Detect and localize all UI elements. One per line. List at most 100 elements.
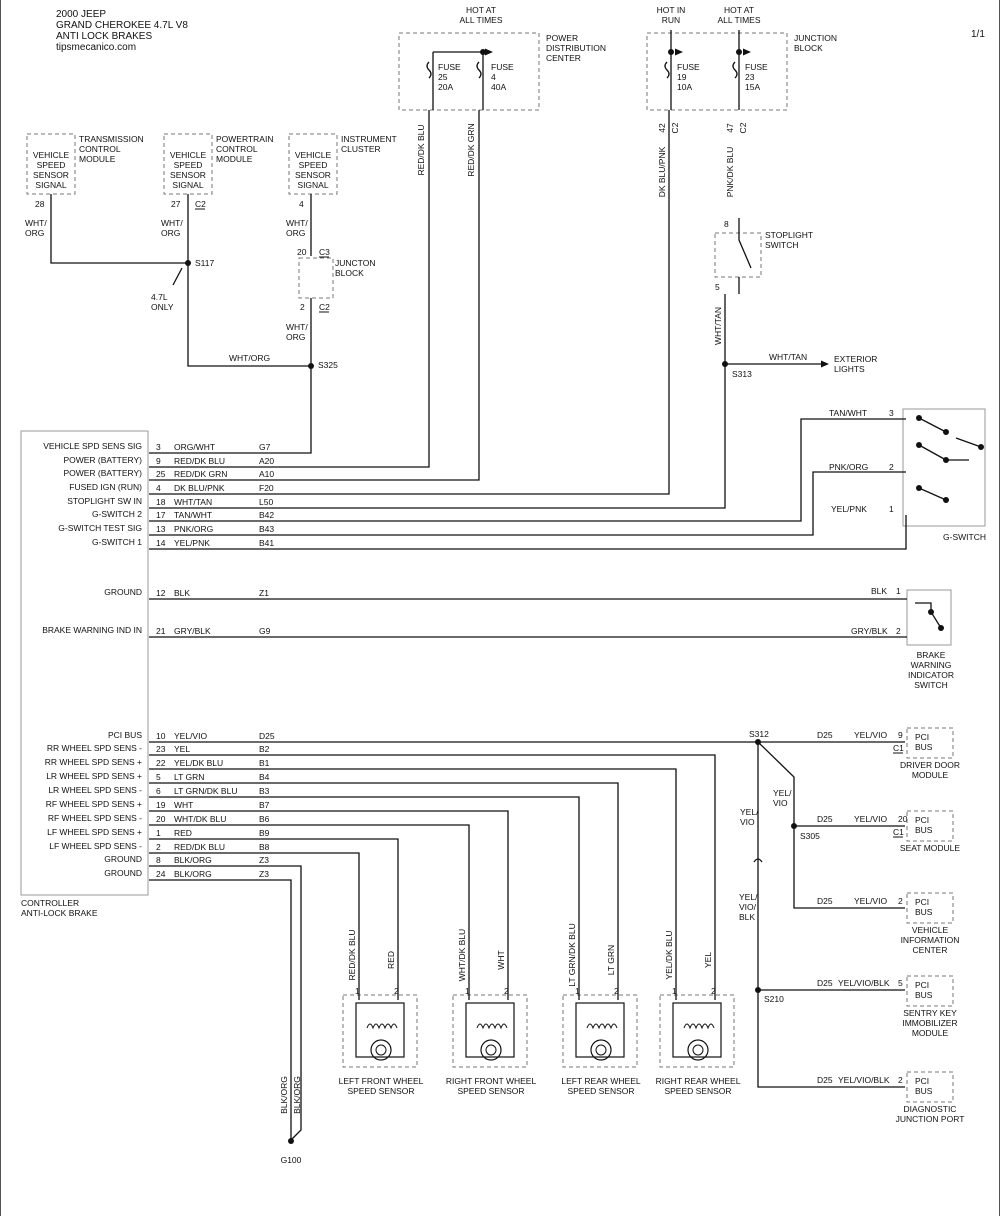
sensor-wire-2: YEL — [703, 952, 713, 968]
pci-module-name: VEHICLE — [912, 925, 949, 935]
pcm-vss-label: SIGNAL — [172, 180, 203, 190]
sensor-body — [465, 1002, 515, 1058]
controller-pin-label: VEHICLE SPD SENS SIG — [43, 441, 142, 451]
sensor-name: SPEED SENSOR — [457, 1086, 524, 1096]
controller-pin-number: 14 — [156, 538, 166, 548]
sensor-pin-1: 1 — [575, 986, 580, 996]
controller-pin-label: LF WHEEL SPD SENS - — [49, 841, 142, 851]
sensor-pin-2: 2 — [504, 986, 509, 996]
pci-conn: C1 — [893, 827, 904, 837]
abs-controller-name: ANTI-LOCK BRAKE — [21, 908, 98, 918]
g-contact-dot — [916, 415, 922, 421]
controller-pin-label: GROUND — [104, 854, 142, 864]
power-distribution-center-box — [398, 32, 540, 111]
tcm-name: MODULE — [79, 154, 116, 164]
jb-hot-all-label: ALL TIMES — [718, 15, 761, 25]
pci-wire: YEL/VIO — [854, 896, 887, 906]
wire-red-dkblu-label: RED/DK BLU — [416, 124, 426, 175]
pcm-vss-label: VEHICLE — [170, 150, 207, 160]
sensor-wire-2: RED — [386, 951, 396, 969]
jb-name: JUNCTION — [794, 33, 837, 43]
controller-circuit: B7 — [259, 800, 270, 810]
sensor-coil — [586, 1023, 618, 1030]
wire-red-dkgrn — [149, 110, 480, 481]
jb-pin-20: 20 — [297, 247, 307, 257]
ic-wire: ORG — [286, 228, 305, 238]
splice-s305 — [791, 823, 797, 829]
stoplight-pin-8: 8 — [724, 219, 729, 229]
wire-tcm — [50, 194, 186, 264]
sensor-wire-1: YEL/DK BLU — [664, 930, 674, 979]
wire-pcm — [187, 194, 311, 367]
g-contact-dot — [978, 444, 984, 450]
controller-pin-label: FUSED IGN (RUN) — [69, 482, 142, 492]
jb-pin-2: 2 — [300, 302, 305, 312]
controller-wire-color: RED/DK BLU — [174, 842, 225, 852]
abs-controller-box — [20, 430, 149, 896]
splice-s117 — [185, 260, 191, 266]
only-label: ONLY — [151, 302, 174, 312]
controller-circuit: B2 — [259, 744, 270, 754]
wire-lr-plus — [149, 782, 619, 1000]
page-number: 1/1 — [971, 29, 985, 40]
controller-wire-color: WHT/DK BLU — [174, 814, 226, 824]
pci-module-name: JUNCTION PORT — [896, 1114, 965, 1124]
wire-wht-tan — [149, 294, 726, 509]
jb-hot-run-label: HOT IN — [657, 5, 686, 15]
pci-bus-label: PCI — [915, 1076, 929, 1086]
tcm-name: CONTROL — [79, 144, 121, 154]
g-switch-contact — [918, 444, 947, 461]
controller-pin-label: LF WHEEL SPD SENS + — [47, 827, 142, 837]
splice-s117-label: S117 — [195, 258, 214, 268]
pci-module-name: CENTER — [913, 945, 948, 955]
pci-pin: 2 — [898, 896, 903, 906]
g-switch-name: G-SWITCH — [943, 532, 986, 542]
sensor-hub — [692, 1044, 704, 1056]
controller-circuit: A10 — [259, 469, 274, 479]
tcm-name: TRANSMISSION — [79, 134, 144, 144]
pci-module-box — [906, 1071, 954, 1103]
sensor-coil — [476, 1023, 508, 1030]
controller-circuit: B9 — [259, 828, 270, 838]
g-switch-box — [902, 408, 986, 527]
pci-wire: YEL/VIO — [854, 814, 887, 824]
fuse-25-label: 25 — [438, 72, 448, 82]
fuse-23-label: FUSE — [745, 62, 768, 72]
pdc-name: POWER — [546, 33, 578, 43]
tcm-vss-box — [26, 133, 76, 195]
pci-module-name: DRIVER DOOR — [900, 760, 960, 770]
fuse-25 — [426, 61, 432, 79]
controller-pin-label: G-SWITCH TEST SIG — [58, 523, 142, 533]
g-wire-1: YEL/PNK — [831, 504, 867, 514]
pci-bus-label: BUS — [915, 825, 933, 835]
sensor-wire-2: LT GRN — [606, 945, 616, 975]
jb-hot-all-label: HOT AT — [724, 5, 754, 15]
pin-47: 47 — [725, 123, 735, 133]
pci-pin: 5 — [898, 978, 903, 988]
sensor-body — [575, 1002, 625, 1058]
sensor-wire-1: RED/DK BLU — [347, 929, 357, 980]
sensor-name: SPEED SENSOR — [347, 1086, 414, 1096]
bw-pin-2: 2 — [896, 626, 901, 636]
jb-small-box — [298, 257, 334, 299]
wire-lf-plus — [149, 838, 399, 1000]
controller-pin-label: RF WHEEL SPD SENS + — [46, 799, 142, 809]
stoplight-wire-label: WHT/TAN — [713, 307, 723, 345]
fuse-23-label: 15A — [745, 82, 760, 92]
pci-circuit: D25 — [817, 814, 833, 824]
sensor-wire-1: WHT/DK BLU — [457, 929, 467, 981]
controller-circuit: B42 — [259, 510, 274, 520]
fuse-19-label: 19 — [677, 72, 687, 82]
wire-ground-8 — [149, 865, 302, 1141]
pdc-hot-label: HOT AT — [466, 5, 496, 15]
wire-rf-minus — [149, 824, 470, 1000]
exterior-arrow — [821, 360, 829, 368]
controller-circuit: Z3 — [259, 855, 269, 865]
pci-module-name: IMMOBILIZER — [902, 1018, 957, 1028]
brake-warning-name: WARNING — [911, 660, 952, 670]
jb-node-19 — [668, 49, 674, 55]
yel-vio-label: YEL/ — [740, 807, 759, 817]
sensor-pin-2: 2 — [394, 986, 399, 996]
pci-circuit: D25 — [817, 1075, 833, 1085]
